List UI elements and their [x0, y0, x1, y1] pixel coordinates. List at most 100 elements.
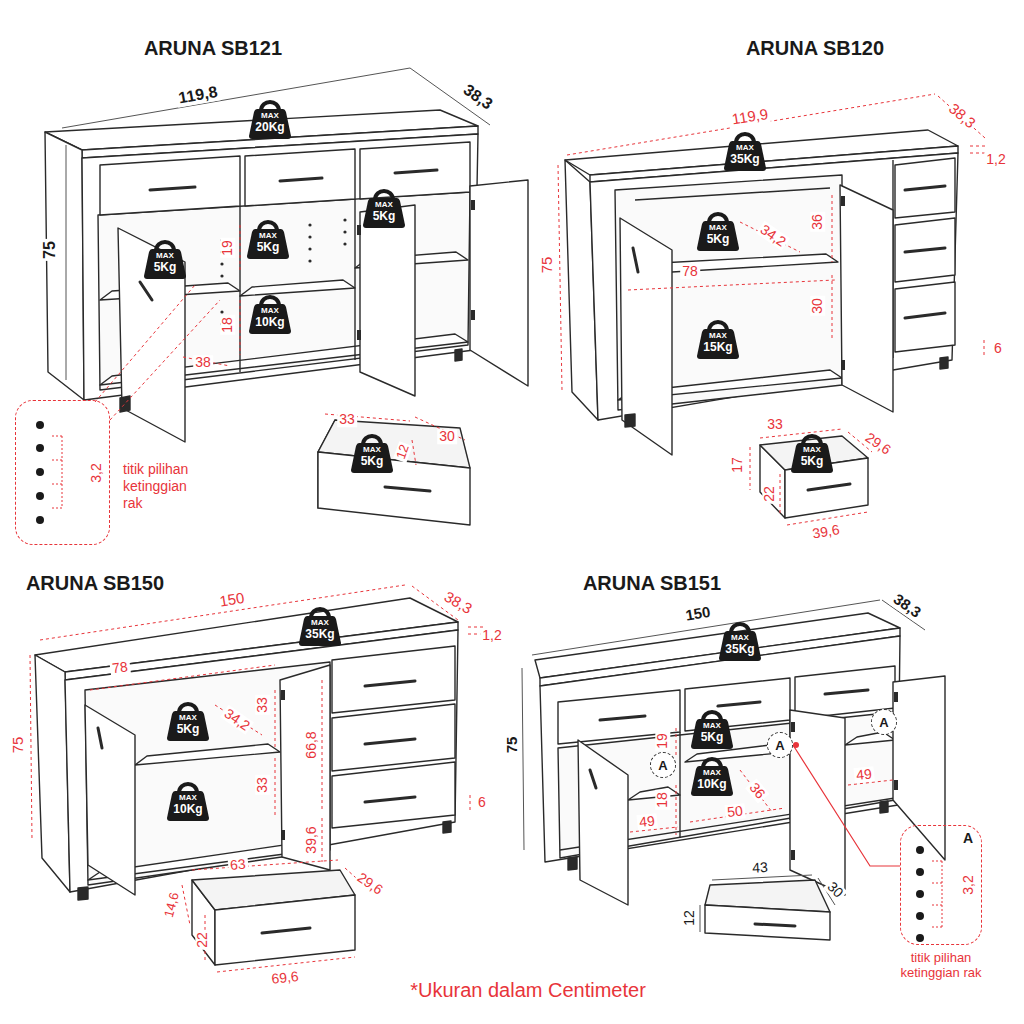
shelf-hole-dot — [916, 912, 924, 920]
detail-letter: A — [963, 830, 973, 846]
dimension-line — [558, 165, 562, 390]
max-label: MAX — [690, 769, 734, 777]
dimension-value: 1,2 — [480, 628, 503, 643]
dimension-value: 50 — [724, 803, 745, 820]
dimension-line — [630, 728, 893, 835]
hinge — [357, 225, 361, 235]
handle — [825, 690, 868, 694]
shelf-hole-dot — [36, 516, 44, 524]
dimension-line — [676, 728, 677, 757]
hinge — [791, 850, 795, 860]
dimension-line — [275, 690, 276, 748]
dimension-value: 1,2 — [984, 152, 1007, 167]
dimension-value: 38,3 — [459, 80, 498, 115]
dimension-line — [30, 655, 32, 840]
detail-circle: A — [871, 709, 897, 735]
dimension-value: 22 — [195, 930, 210, 950]
dimension-line — [322, 818, 323, 862]
cabinet-sb151 — [790, 710, 845, 895]
weight-value: 35Kg — [298, 627, 342, 641]
dimension-line — [832, 195, 833, 262]
dimension-value: 6 — [992, 341, 1004, 356]
handle — [718, 702, 760, 706]
dimension-value: 150 — [216, 590, 247, 611]
dimension-value: 49 — [636, 813, 657, 830]
dimension-value: 39,6 — [809, 522, 842, 542]
cabinet-sb150 — [135, 744, 280, 765]
handle — [150, 187, 195, 190]
dimension-value: 49 — [853, 766, 874, 783]
max-label: MAX — [248, 112, 292, 120]
cabinet-sb121 — [120, 396, 130, 412]
cabinet-sb121 — [239, 206, 240, 372]
dimension-value: 69,6 — [269, 969, 302, 988]
dimension-line — [832, 275, 833, 340]
dimension-line — [532, 600, 880, 655]
weight-value: 10Kg — [248, 315, 292, 329]
dimension-line — [192, 860, 338, 870]
cabinet-sb120 — [895, 282, 955, 352]
detail-letter: A — [658, 758, 667, 773]
shelf-hole-dot — [36, 468, 44, 476]
weight-limit-badge: MAX35Kg — [718, 618, 762, 662]
cabinet-sb150 — [332, 762, 455, 828]
dimension-line — [62, 68, 490, 380]
handle — [633, 186, 945, 490]
dimension-value: 3,2 — [87, 463, 103, 482]
dimension-value: 119,8 — [175, 83, 221, 108]
dimension-value: 38 — [193, 355, 213, 370]
shelf-hole-dot — [916, 890, 924, 898]
cabinet-sb150 — [35, 598, 458, 965]
dimension-line — [322, 680, 323, 812]
cabinet-sb151 — [705, 905, 830, 940]
dimension-value: 78 — [109, 659, 130, 677]
cabinet-sb120 — [635, 188, 830, 200]
hinge — [281, 690, 285, 840]
weight-value: 5Kg — [246, 240, 290, 254]
cabinet-sb151 — [893, 676, 945, 860]
weight-limit-badge: MAX5Kg — [690, 706, 734, 750]
cabinet-sb120 — [625, 414, 635, 427]
dimension-bracket — [932, 861, 944, 927]
handle — [590, 690, 868, 926]
dimension-value: 30 — [810, 296, 825, 316]
dimension-line — [95, 225, 465, 465]
leader-dot — [793, 742, 799, 748]
cabinet-sb150 — [280, 665, 330, 870]
leader-connector — [793, 742, 900, 866]
dimension-value: 33 — [255, 695, 270, 715]
shelf-hole — [308, 259, 311, 262]
weight-value: 5Kg — [166, 722, 210, 736]
callout-caption: titik pilihan ketinggian rak — [881, 950, 1001, 980]
cabinet-sb151 — [578, 740, 628, 905]
max-label: MAX — [248, 307, 292, 315]
weight-limit-badge: MAX10Kg — [248, 291, 292, 335]
dimension-value: 63 — [228, 856, 249, 873]
dimension-line — [412, 440, 416, 465]
dimension-value: 75 — [539, 255, 556, 276]
dimension-value: 6 — [476, 795, 488, 810]
cabinet-sb120 — [895, 158, 955, 218]
dimension-line — [182, 885, 190, 925]
handle — [905, 186, 945, 190]
cabinet-sb121 — [245, 149, 355, 206]
model-name: ARUNA SB121 — [142, 37, 284, 59]
handle — [98, 728, 102, 748]
weight-body — [719, 631, 761, 661]
max-label: MAX — [350, 446, 394, 454]
cabinet-sb121 — [318, 452, 470, 525]
dimension-value: 75 — [504, 735, 521, 756]
weight-value: 5Kg — [362, 209, 406, 223]
weight-value: 15Kg — [696, 340, 740, 354]
weight-limit-badge: MAX15Kg — [696, 316, 740, 360]
handle — [365, 797, 415, 802]
detail-letter: A — [775, 738, 784, 753]
handle — [590, 770, 596, 788]
weight-body — [351, 443, 393, 473]
weight-body — [299, 616, 341, 646]
handle — [365, 681, 415, 686]
dimension-line — [62, 68, 410, 128]
shelf-hole-dot — [916, 846, 924, 942]
